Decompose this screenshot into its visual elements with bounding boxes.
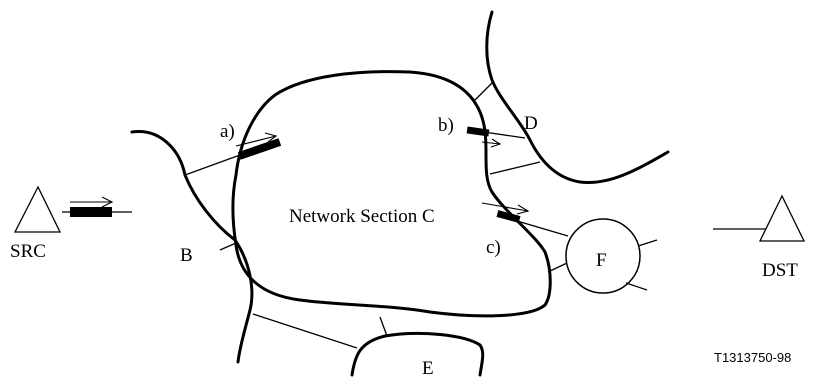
point-c-label: c) [486,237,501,258]
measurement-bar-b [466,126,490,137]
src-measurement-bar [70,207,112,217]
figure-id: T1313750-98 [714,350,791,365]
link-c-d-middle [483,131,526,139]
f-stub-upper [637,239,658,247]
network-b-boundary [130,130,254,364]
link-b-c-lower [219,242,237,251]
network-f-label: F [596,250,607,271]
point-b-label: b) [438,115,454,136]
link-c-d-bottom [489,161,541,175]
dst-triangle [758,194,806,242]
dst-label: DST [762,260,798,281]
network-e-boundary [350,331,485,377]
link-b-c-upper [184,154,241,176]
link-c-e [379,316,388,337]
src-flow-arrow [70,196,114,208]
f-stub-lower [625,282,648,291]
flow-arrow-a [235,132,278,147]
network-e-label: E [422,358,434,378]
network-d-boundary [485,10,670,185]
point-a-label: a) [220,121,235,142]
link-c-d-top [473,81,494,102]
network-c-boundary [231,70,552,318]
src-triangle [13,185,62,233]
network-d-label: D [524,113,538,134]
src-node [13,185,132,233]
link-b-e [252,313,358,349]
dst-node [713,194,806,242]
measurement-bar-a [237,138,282,160]
network-b-label: B [180,245,193,266]
network-f-circle [565,218,641,294]
flow-arrow-c [481,202,530,215]
network-section-c-label: Network Section C [289,206,435,227]
src-label: SRC [10,241,46,262]
measurement-bar-c [496,210,521,223]
link-c-f-lower [547,262,568,273]
flow-arrow-b [481,138,502,148]
